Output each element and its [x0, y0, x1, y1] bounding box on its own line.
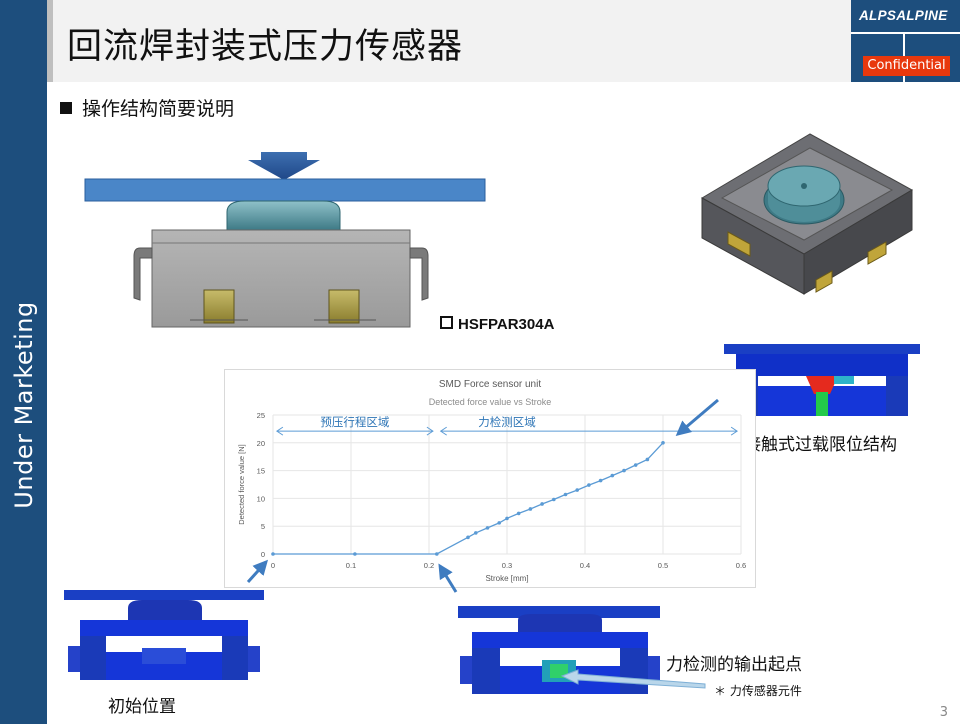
initial-position-illustration: [64, 590, 264, 680]
data-point: [353, 552, 357, 556]
solder-pad-left: [203, 289, 235, 324]
model-label: HSFPAR304A: [440, 316, 554, 333]
sensor-isometric-view: [700, 133, 914, 295]
data-point: [271, 552, 275, 556]
x-tick-label: 0.6: [736, 561, 746, 570]
sensor-dome: [226, 200, 341, 231]
x-tick-label: 0.4: [580, 561, 590, 570]
y-tick-label: 20: [257, 439, 265, 448]
sensor-body: [151, 229, 411, 328]
sidebar-label: Under Marketing: [10, 301, 38, 509]
data-point: [466, 535, 470, 540]
model-number: HSFPAR304A: [458, 316, 555, 333]
data-point: [645, 457, 650, 462]
data-point: [528, 507, 533, 511]
data-point: [563, 492, 568, 497]
confidential-badge: Confidential: [863, 56, 950, 76]
chart-title: SMD Force sensor unit: [439, 379, 541, 390]
data-point: [598, 478, 603, 483]
data-point: [497, 521, 502, 525]
data-point: [622, 468, 626, 473]
range-arrowhead: [275, 426, 284, 436]
x-tick-label: 0.2: [424, 561, 434, 570]
sensor-side-view: [84, 152, 486, 328]
press-arrow-icon: [248, 152, 320, 180]
range-arrowhead: [439, 426, 447, 436]
page-number: 3: [939, 705, 948, 720]
y-tick-label: 0: [261, 550, 265, 559]
y-tick-label: 15: [257, 467, 265, 476]
caption-initial-position: 初始位置: [108, 697, 176, 717]
caption-detection-start: 力检测的输出起点: [666, 655, 802, 675]
brand-logo: ALPSALPINE: [859, 8, 948, 23]
y-tick-label: 10: [257, 494, 265, 503]
x-axis-label: Stroke [mm]: [485, 574, 528, 583]
title-bar: 回流焊封装式压力传感器: [47, 0, 851, 82]
data-point: [633, 463, 638, 467]
caption-sensor-element: ＊ 力传感器元件: [714, 684, 802, 698]
data-point: [474, 531, 478, 535]
brand-divider: [851, 32, 960, 34]
data-point: [552, 497, 556, 502]
left-terminal: [133, 247, 153, 301]
data-point: [516, 511, 521, 516]
data-point: [505, 516, 509, 521]
y-axis-label: Detected force value [N]: [237, 444, 246, 524]
data-point: [587, 483, 591, 487]
data-point: [661, 441, 665, 445]
caption-overload-stop: 接触式过载限位结构: [744, 435, 897, 455]
x-tick-label: 0.3: [502, 561, 512, 570]
sensor-pointer: [560, 669, 706, 689]
range-arrowhead: [730, 426, 739, 436]
x-tick-label: 0: [271, 561, 275, 570]
data-point: [575, 488, 579, 492]
sidebar: Under Marketing: [0, 0, 47, 724]
bullet-square-icon: [60, 102, 72, 114]
y-tick-label: 25: [257, 411, 265, 420]
data-point: [610, 473, 615, 478]
press-plate: [84, 178, 486, 202]
pointer-arrow-icon: [560, 669, 706, 689]
data-point: [435, 552, 439, 556]
checkbox-square-icon: [440, 316, 453, 329]
x-tick-label: 0.1: [346, 561, 356, 570]
data-point: [540, 502, 544, 506]
section-heading-text: 操作结构简要说明: [82, 98, 235, 120]
solder-pad-right: [328, 289, 360, 324]
annotation-detect-range: 力检测区域: [478, 415, 536, 429]
section-heading: 操作结构简要说明: [60, 94, 234, 121]
brand-block: ALPSALPINE Confidential: [851, 0, 960, 82]
y-tick-label: 5: [261, 522, 265, 531]
chart-subtitle: Detected force value vs Stroke: [429, 397, 552, 407]
page-title: 回流焊封装式压力传感器: [67, 27, 464, 67]
right-terminal: [409, 247, 429, 301]
x-tick-label: 0.5: [658, 561, 668, 570]
annotation-pre-stroke: 预压行程区域: [320, 416, 389, 429]
data-point: [485, 526, 490, 530]
range-arrowhead: [426, 426, 434, 436]
